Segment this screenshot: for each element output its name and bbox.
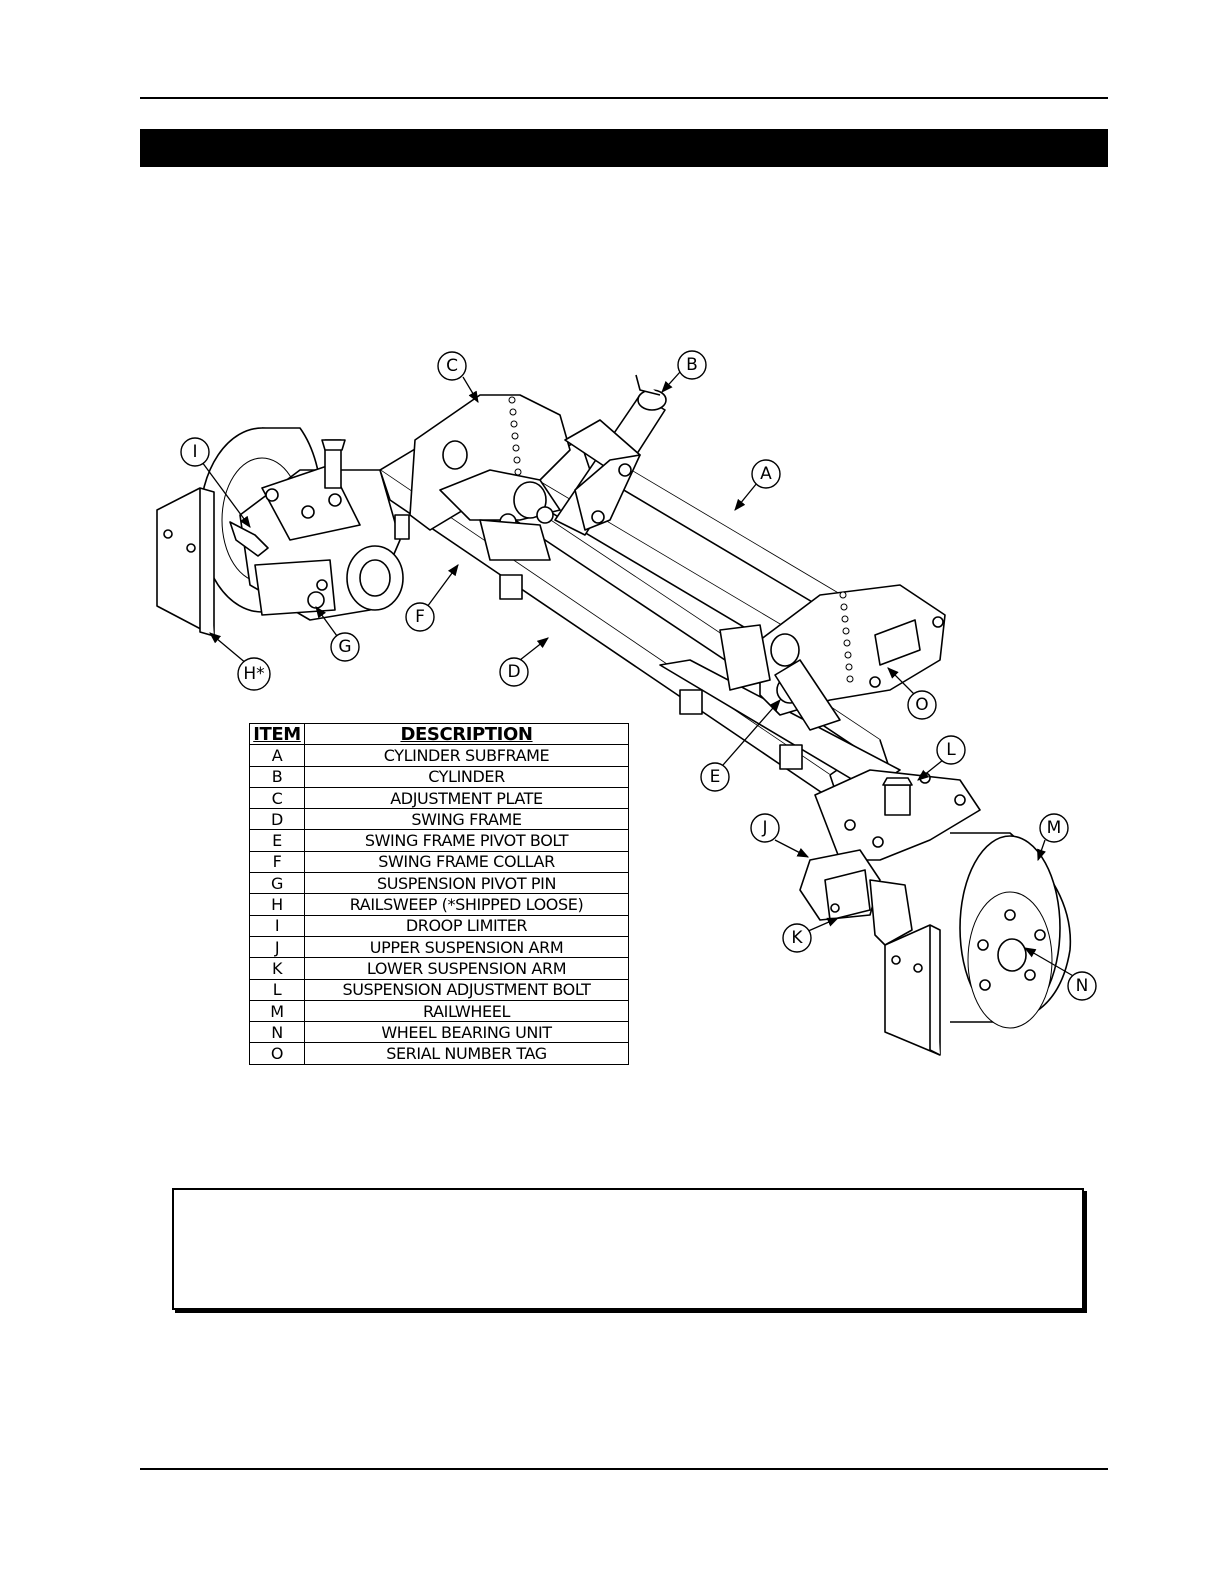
left-suspension [229, 439, 404, 621]
header-description: DESCRIPTION [304, 722, 629, 746]
callout-e: E [710, 767, 721, 787]
right-suspension [799, 769, 981, 921]
item-cell: L [249, 978, 305, 1001]
callout-g: G [338, 637, 351, 657]
item-cell: F [249, 850, 305, 874]
callout-l: L [946, 740, 956, 760]
item-cell: A [249, 744, 305, 767]
description-cell: RAILSWEEP (*SHIPPED LOOSE) [304, 893, 629, 916]
item-cell: G [249, 872, 305, 895]
description-cell: CYLINDER [304, 765, 629, 788]
footer-rule [140, 1468, 1108, 1470]
callout-a: A [760, 464, 772, 484]
description-cell: ADJUSTMENT PLATE [304, 786, 629, 810]
right-railsweep [869, 879, 941, 1056]
description-cell: RAILWHEEL [304, 999, 629, 1023]
header-rule [140, 97, 1108, 99]
section-title-bar [140, 129, 1108, 167]
note-box [172, 1188, 1084, 1310]
item-cell: C [249, 786, 305, 810]
item-cell: E [249, 829, 305, 852]
description-cell: DROOP LIMITER [304, 914, 629, 937]
callout-c: C [446, 356, 458, 376]
item-cell: B [249, 765, 305, 788]
callout-m: M [1047, 818, 1062, 838]
item-cell: M [249, 999, 305, 1023]
right-railwheel [950, 832, 1072, 1029]
description-cell: SERIAL NUMBER TAG [304, 1042, 629, 1065]
description-cell: LOWER SUSPENSION ARM [304, 957, 629, 980]
description-cell: SUSPENSION PIVOT PIN [304, 872, 629, 895]
callout-f: F [415, 607, 425, 627]
serial-number-tag [874, 619, 921, 666]
description-cell: SWING FRAME PIVOT BOLT [304, 829, 629, 852]
item-cell: H [249, 893, 305, 916]
description-cell: SWING FRAME COLLAR [304, 850, 629, 874]
callout-j: J [761, 818, 767, 838]
item-cell: K [249, 957, 305, 980]
callout-h: H* [243, 664, 264, 684]
item-cell: O [249, 1042, 305, 1065]
description-cell: SWING FRAME [304, 808, 629, 831]
callout-o: O [915, 695, 928, 715]
callout-i: I [192, 442, 197, 462]
callout-n: N [1076, 976, 1089, 996]
callout-k: K [791, 928, 803, 948]
cylinder [554, 374, 667, 536]
description-cell: SUSPENSION ADJUSTMENT BOLT [304, 978, 629, 1001]
item-cell: J [249, 935, 305, 959]
parts-table-header: ITEM DESCRIPTION [249, 722, 629, 746]
swing-frame-pivot-bolt [719, 624, 841, 731]
description-cell: UPPER SUSPENSION ARM [304, 935, 629, 959]
item-cell: D [249, 808, 305, 831]
callout-d: D [507, 662, 520, 682]
callout-b: B [686, 355, 698, 375]
left-railsweep [156, 487, 215, 637]
swing-frame-collar [439, 469, 561, 561]
description-cell: WHEEL BEARING UNIT [304, 1021, 629, 1044]
header-item: ITEM [249, 722, 305, 746]
description-cell: CYLINDER SUBFRAME [304, 744, 629, 767]
item-cell: N [249, 1021, 305, 1044]
item-cell: I [249, 914, 305, 937]
